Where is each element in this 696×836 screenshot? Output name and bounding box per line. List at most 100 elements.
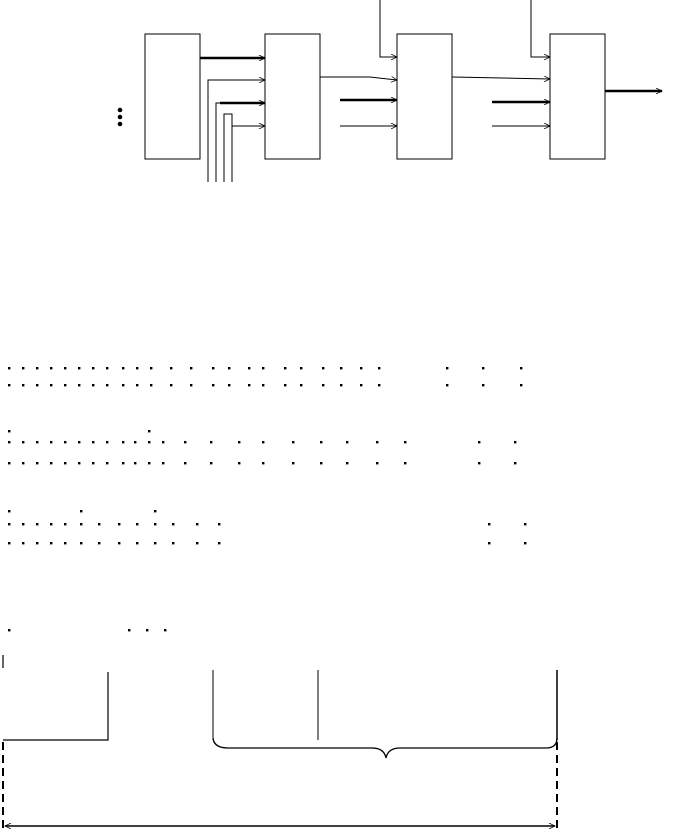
speckle-mark (22, 441, 25, 444)
speckle-mark (210, 462, 213, 465)
speckle-mark (92, 367, 95, 370)
speckle-mark (322, 384, 325, 387)
speckle-mark (22, 523, 25, 526)
speckle-mark (248, 367, 251, 370)
speckle-mark (228, 384, 231, 387)
speckle-mark (136, 542, 139, 545)
block-4 (549, 33, 606, 160)
speckle-mark (300, 384, 303, 387)
speckle-mark (150, 384, 153, 387)
arrow-b2-b3 (320, 77, 397, 80)
speckle-mark (524, 523, 527, 526)
speckle-mark (162, 441, 165, 444)
speckle-mark (50, 462, 53, 465)
speckle-mark (64, 384, 67, 387)
speckle-mark (136, 384, 139, 387)
speckle-mark (50, 384, 53, 387)
speckle-mark (122, 441, 125, 444)
speckle-mark (300, 367, 303, 370)
speckle-mark (8, 629, 11, 632)
speckle-mark (122, 384, 125, 387)
speckle-mark (22, 384, 25, 387)
speckle-mark (262, 441, 265, 444)
speckle-mark (148, 441, 151, 444)
bottom-bracket-figure (2, 655, 558, 832)
speckle-mark (106, 384, 109, 387)
speckle-mark (8, 542, 11, 545)
speckle-mark (482, 384, 485, 387)
arrow-input-1 (207, 80, 265, 182)
speckle-mark (340, 367, 343, 370)
speckle-mark (196, 523, 199, 526)
speckle-mark (98, 523, 101, 526)
speckle-mark (238, 441, 241, 444)
speckle-mark (190, 367, 193, 370)
speckle-mark (262, 462, 265, 465)
speckle-mark (184, 441, 187, 444)
speckle-mark (184, 462, 187, 465)
speckle-mark (50, 523, 53, 526)
speckle-mark (360, 367, 363, 370)
speckle-mark (50, 367, 53, 370)
speckle-mark (212, 367, 215, 370)
speckle-mark (520, 384, 523, 387)
speckle-mark (376, 462, 379, 465)
speckle-mark (292, 462, 295, 465)
speckle-mark (404, 441, 407, 444)
speckle-mark (210, 441, 213, 444)
speckle-mark (80, 542, 83, 545)
speckle-mark (248, 384, 251, 387)
speckle-mark (262, 367, 265, 370)
speckle-mark (524, 542, 527, 545)
speckle-mark (262, 384, 265, 387)
speckle-mark (8, 367, 11, 370)
speckle-mark (80, 523, 83, 526)
speckle-mark (322, 367, 325, 370)
speckle-mark (22, 462, 25, 465)
block-3 (396, 33, 453, 160)
speckle-mark (172, 523, 175, 526)
speckle-mark (218, 523, 221, 526)
speckle-mark (106, 441, 109, 444)
speckle-mark (488, 523, 491, 526)
speckle-mark (128, 629, 131, 632)
arrow-b3-b4 (451, 77, 550, 79)
speckle-mark (320, 441, 323, 444)
speckle-mark (36, 384, 39, 387)
arrow-b4-top (530, 0, 550, 57)
speckle-mark (446, 367, 449, 370)
ellipsis-dots (117, 107, 123, 127)
speckle-mark (170, 384, 173, 387)
block-1 (144, 33, 201, 160)
speckle-mark (36, 441, 39, 444)
speckle-mark (482, 367, 485, 370)
speckle-mark (164, 629, 167, 632)
speckle-mark (8, 430, 11, 433)
speckle-mark (36, 462, 39, 465)
block-2 (264, 33, 321, 160)
speckle-mark (154, 542, 157, 545)
speckle-mark (154, 523, 157, 526)
speckle-mark (134, 441, 137, 444)
speckle-mark (64, 542, 67, 545)
speckle-mark (136, 523, 139, 526)
speckle-mark (122, 367, 125, 370)
speckle-mark (134, 462, 137, 465)
speckle-mark (172, 542, 175, 545)
speckle-mark (162, 462, 165, 465)
speckle-mark (106, 462, 109, 465)
speckle-mark (360, 384, 363, 387)
speckle-mark (190, 384, 193, 387)
speckle-mark (8, 523, 11, 526)
speckle-mark (136, 367, 139, 370)
speckle-mark (148, 430, 151, 433)
speckle-mark (50, 542, 53, 545)
speckle-mark (488, 542, 491, 545)
curly-brace (212, 737, 558, 759)
speckle-mark (98, 542, 101, 545)
speckle-mark (36, 523, 39, 526)
speckle-rows (8, 367, 527, 632)
speckle-mark (92, 462, 95, 465)
speckle-mark (514, 462, 517, 465)
